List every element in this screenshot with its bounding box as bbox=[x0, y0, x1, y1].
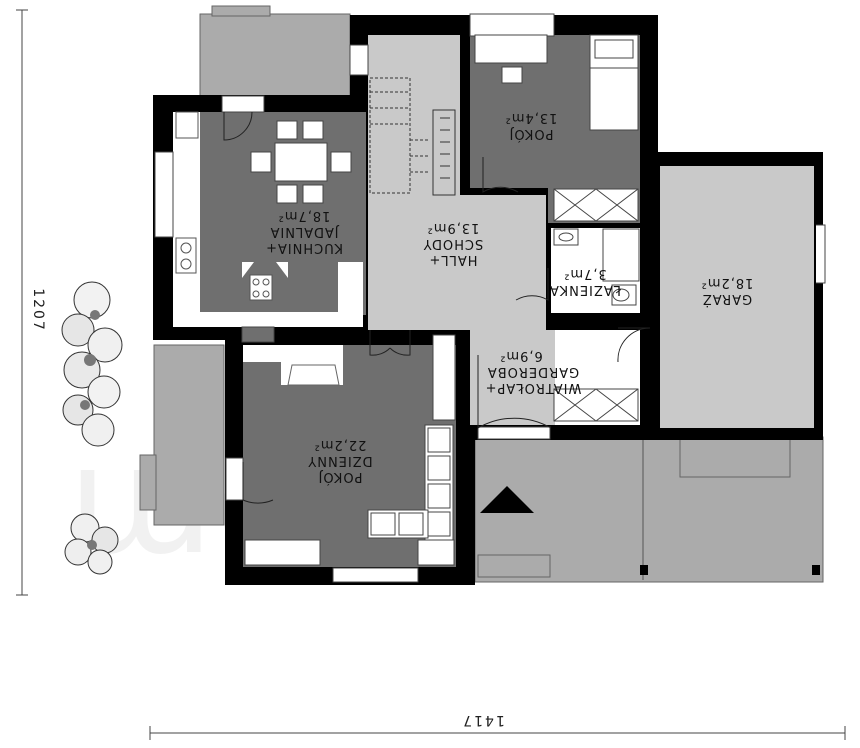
bathroom-fixtures bbox=[553, 228, 640, 306]
svg-text:18,2m²: 18,2m² bbox=[701, 275, 754, 290]
stairs-dashed bbox=[369, 77, 430, 194]
doors bbox=[223, 111, 651, 504]
label-hall: HALL+ SCHODY 13,9m² bbox=[423, 220, 484, 267]
svg-text:JADALNIA: JADALNIA bbox=[270, 224, 340, 239]
entrance-arrow-icon bbox=[480, 486, 534, 513]
fireplace bbox=[287, 364, 340, 386]
svg-text:13,4m²: 13,4m² bbox=[505, 110, 558, 125]
pillar bbox=[640, 565, 648, 575]
svg-text:ŁAZIENKA: ŁAZIENKA bbox=[549, 282, 622, 297]
vestibule-wardrobe bbox=[553, 388, 639, 422]
svg-text:DZIENNY: DZIENNY bbox=[307, 453, 372, 468]
terrace-step bbox=[211, 5, 271, 17]
living-furniture bbox=[244, 334, 456, 566]
dimension-horizontal: 1417 bbox=[149, 712, 846, 740]
label-bedroom: POKÓJ 13,4m² bbox=[505, 110, 558, 142]
window bbox=[332, 567, 419, 583]
window bbox=[814, 224, 826, 284]
svg-text:6,9m²: 6,9m² bbox=[499, 348, 543, 363]
entrance-door-frame bbox=[477, 426, 551, 440]
hall-lower bbox=[368, 195, 546, 330]
window bbox=[241, 326, 275, 343]
label-kitchen: KUCHNIA+ JADALNIA 18,7m² bbox=[265, 208, 343, 255]
dining-set bbox=[250, 120, 352, 204]
left-terrace-step bbox=[139, 454, 157, 511]
entrance-step bbox=[477, 554, 551, 578]
vestibule-floor bbox=[470, 330, 555, 425]
svg-text:WIATROŁAP+: WIATROŁAP+ bbox=[485, 380, 582, 395]
label-vestibule: WIATROŁAP+ GARDEROBA 6,9m² bbox=[485, 348, 582, 395]
kitchen-corner-counter bbox=[338, 262, 363, 312]
svg-text:13,9m²: 13,9m² bbox=[427, 220, 480, 235]
window bbox=[221, 95, 265, 113]
window bbox=[349, 44, 369, 76]
svg-text:POKÓJ: POKÓJ bbox=[509, 126, 554, 142]
window bbox=[469, 13, 555, 37]
pillar bbox=[812, 565, 820, 575]
living-niche-cut bbox=[243, 362, 281, 385]
dimension-height-label: 1207 bbox=[30, 288, 46, 332]
svg-text:18,7m²: 18,7m² bbox=[278, 208, 331, 223]
window bbox=[154, 151, 174, 238]
svg-text:GARAŻ: GARAŻ bbox=[702, 291, 752, 307]
svg-text:GARDEROBA: GARDEROBA bbox=[487, 364, 579, 379]
kitchen-floor-lower-right bbox=[288, 262, 338, 312]
svg-text:22,2m²: 22,2m² bbox=[314, 437, 367, 452]
label-garage: GARAŻ 18,2m² bbox=[701, 275, 754, 307]
kitchen-floor-lower bbox=[200, 262, 242, 312]
top-terrace bbox=[199, 13, 351, 97]
label-living: POKÓJ DZIENNY 22,2m² bbox=[307, 437, 372, 485]
svg-text:SCHODY: SCHODY bbox=[423, 236, 484, 251]
front-terrace bbox=[474, 436, 824, 583]
svg-text:3,7m²: 3,7m² bbox=[563, 266, 607, 281]
label-bathroom: ŁAZIENKA 3,7m² bbox=[549, 266, 622, 297]
shrub-small bbox=[64, 513, 119, 575]
svg-text:HALL+: HALL+ bbox=[428, 252, 477, 267]
kitchen-appliances bbox=[175, 111, 273, 301]
garage-room bbox=[660, 166, 815, 428]
dimension-vertical: 1207 bbox=[16, 9, 46, 596]
svg-text:KUCHNIA+: KUCHNIA+ bbox=[265, 240, 343, 255]
stairs bbox=[432, 109, 456, 196]
left-terrace bbox=[153, 344, 225, 526]
shrub-large bbox=[61, 281, 123, 447]
bedroom-furniture bbox=[474, 34, 639, 222]
svg-text:POKÓJ: POKÓJ bbox=[318, 469, 363, 485]
window bbox=[225, 457, 244, 501]
dimension-width-label: 1417 bbox=[461, 712, 505, 728]
